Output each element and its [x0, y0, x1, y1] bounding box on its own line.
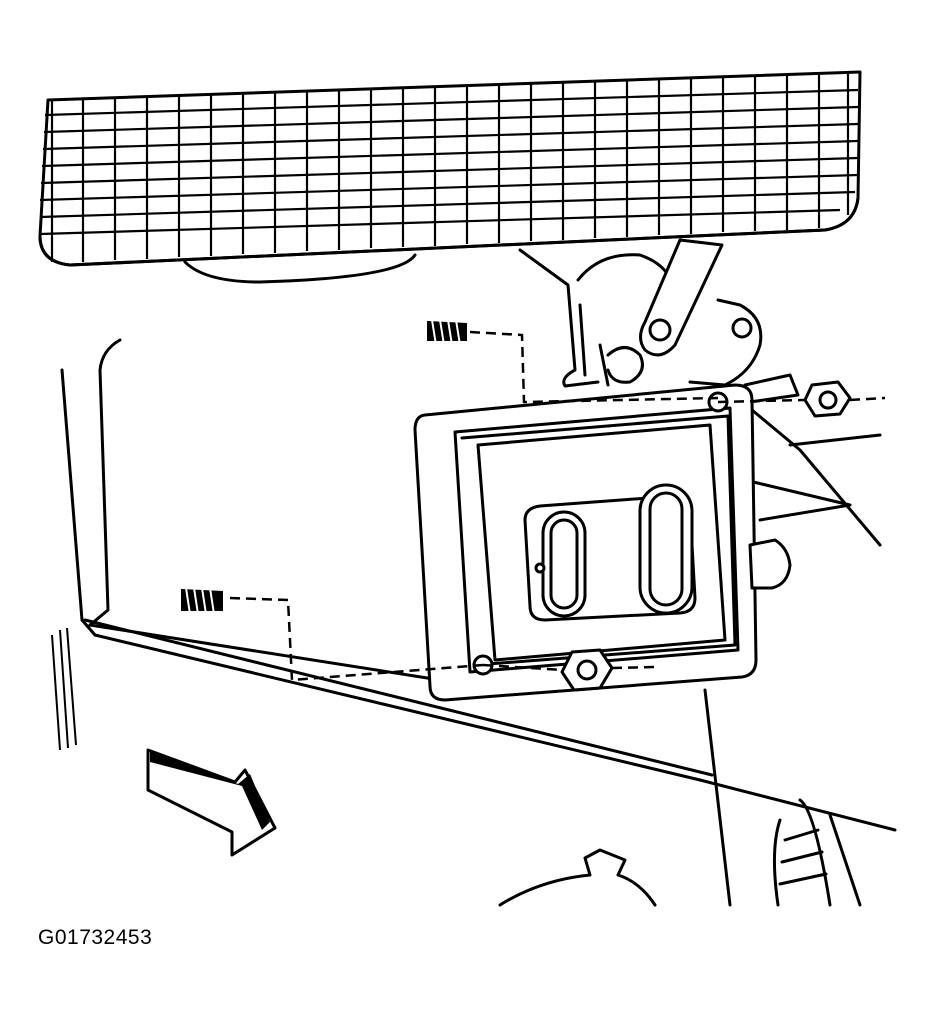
lower-left-stud — [181, 587, 223, 615]
fasteners — [181, 319, 852, 692]
front-direction-arrow — [146, 748, 277, 857]
pedal-position-module — [413, 383, 792, 702]
lower-nut — [560, 648, 614, 692]
pedal-arm — [518, 238, 763, 388]
installation-guide-lines — [229, 330, 886, 682]
upper-left-stud — [427, 319, 467, 346]
accelerator-pedal — [38, 70, 862, 284]
dash-panel — [51, 338, 897, 907]
pedal-grid — [39, 74, 859, 262]
figure-id-label: G01732453 — [38, 926, 153, 949]
upper-right-nut — [803, 380, 852, 418]
